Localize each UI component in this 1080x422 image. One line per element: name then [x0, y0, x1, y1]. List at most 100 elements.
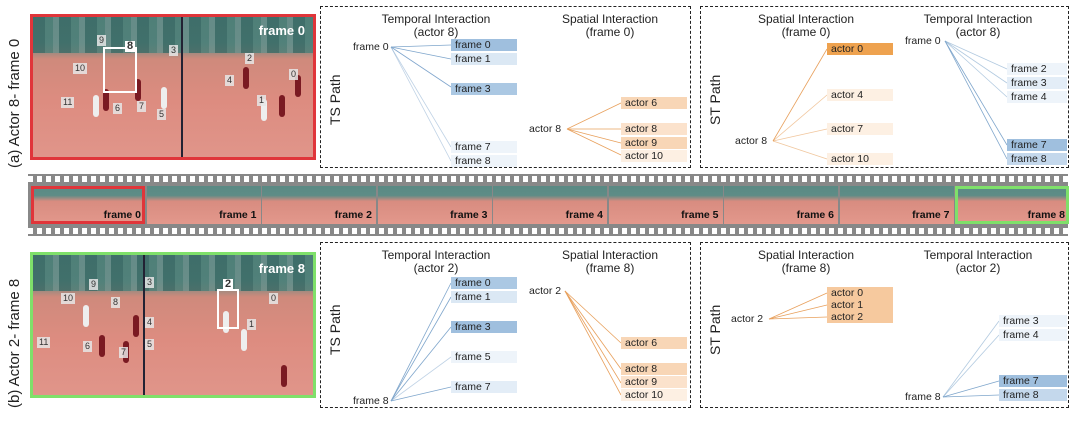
jersey-number: 5 [145, 339, 155, 350]
temporal-source: frame 8 [353, 395, 389, 407]
spatial-node: actor 4 [827, 89, 893, 101]
filmstrip-frame: frame 6 [724, 186, 838, 224]
spatial-node: actor 0 [827, 43, 893, 55]
jersey-number: 0 [269, 293, 279, 304]
temporal-node: frame 7 [451, 381, 517, 393]
filmstrip-frame-label: frame 1 [219, 209, 257, 221]
jersey-number: 10 [61, 293, 76, 304]
temporal-node: frame 3 [451, 83, 517, 95]
row-a-st-panel: ST Path Spatial Interaction (frame 0) Te… [700, 6, 1069, 168]
temporal-title: Temporal Interaction [923, 248, 1033, 262]
spatial-node: actor 9 [621, 137, 687, 149]
temporal-title: Temporal Interaction [923, 12, 1033, 26]
filmstrip-frame-label: frame 4 [565, 209, 603, 221]
spatial-title: Spatial Interaction [561, 12, 659, 26]
spatial-source: actor 2 [731, 313, 764, 325]
row-b-ts-panel: TS Path Temporal Interaction (actor 2) S… [320, 242, 691, 408]
temporal-node: frame 7 [999, 375, 1067, 387]
jersey-number: 8 [111, 297, 121, 308]
spatial-title: Spatial Interaction [757, 12, 855, 26]
temporal-node: frame 4 [999, 329, 1067, 341]
spatial-node: actor 6 [621, 97, 687, 109]
box-number: 8 [125, 40, 136, 52]
filmstrip-frame: frame 4 [493, 186, 607, 224]
row-a-ts-panel: TS Path Temporal Interaction (actor 8) S… [320, 6, 691, 168]
row-a-label: (a) Actor 8- frame 0 [6, 38, 23, 168]
temporal-node: frame 0 [451, 277, 517, 289]
spatial-node: actor 6 [621, 337, 687, 349]
filmstrip-frame: frame 5 [608, 186, 723, 224]
filmstrip-frame-label: frame 5 [681, 209, 719, 221]
box-number: 2 [223, 278, 234, 290]
temporal-node: frame 8 [1007, 153, 1067, 165]
jersey-number: 9 [89, 279, 99, 290]
photo-frame-label: frame 0 [258, 23, 305, 38]
spatial-node: actor 1 [827, 299, 893, 311]
jersey-number: 6 [83, 341, 93, 352]
jersey-number: 4 [145, 317, 155, 328]
filmstrip-frame-label: frame 2 [334, 209, 372, 221]
temporal-node: frame 2 [1007, 63, 1067, 75]
spatial-source: actor 8 [735, 135, 768, 147]
jersey-number: 4 [225, 75, 235, 86]
row-b-photo: 2 9 10 11 6 8 7 3 4 5 0 1 frame 8 [30, 252, 316, 398]
spatial-node: actor 0 [827, 287, 893, 299]
temporal-subtitle: (actor 8) [955, 25, 1001, 39]
jersey-number: 3 [169, 45, 179, 56]
spatial-title: Spatial Interaction [561, 248, 659, 262]
spatial-subtitle: (frame 0) [781, 25, 831, 39]
temporal-title: Temporal Interaction [381, 248, 491, 262]
temporal-node: frame 7 [451, 141, 517, 153]
spatial-node: actor 10 [621, 150, 687, 162]
filmstrip-frame: frame 8 [955, 186, 1069, 224]
jersey-number: 11 [37, 337, 51, 348]
temporal-node: frame 5 [451, 351, 517, 363]
actor-highlight-box [103, 47, 137, 93]
edges [390, 282, 622, 402]
filmstrip-frame: frame 0 [31, 186, 145, 224]
jersey-number: 10 [73, 63, 88, 74]
filmstrip-frame-label: frame 8 [1027, 209, 1065, 221]
temporal-node: frame 0 [451, 39, 517, 51]
spatial-subtitle: (frame 8) [585, 261, 635, 275]
spatial-node: actor 9 [621, 376, 687, 388]
jersey-number: 9 [97, 35, 107, 46]
row-b-label: (b) Actor 2- frame 8 [6, 278, 23, 408]
filmstrip-frame: frame 3 [377, 186, 492, 224]
spatial-node: actor 7 [827, 123, 893, 135]
spatial-source: actor 2 [529, 285, 562, 297]
spatial-title: Spatial Interaction [757, 248, 855, 262]
spatial-node: actor 8 [621, 363, 687, 375]
filmstrip-frame-label: frame 7 [912, 209, 950, 221]
jersey-number: 7 [119, 347, 129, 358]
temporal-node: frame 3 [451, 321, 517, 333]
filmstrip-frame-label: frame 6 [796, 209, 834, 221]
photo-frame-label: frame 8 [258, 261, 305, 276]
edges [772, 40, 1008, 160]
filmstrip-frame: frame 7 [839, 186, 954, 224]
temporal-title: Temporal Interaction [381, 12, 491, 26]
jersey-number: 3 [145, 277, 155, 288]
jersey-number: 0 [289, 69, 299, 80]
jersey-number: 1 [247, 319, 257, 330]
temporal-source: frame 0 [905, 35, 941, 47]
temporal-node: frame 1 [451, 291, 517, 303]
spatial-node: actor 10 [621, 389, 687, 401]
jersey-number: 5 [157, 109, 167, 120]
filmstrip-frame: frame 1 [146, 186, 261, 224]
spatial-subtitle: (frame 0) [585, 25, 635, 39]
filmstrip-frame-label: frame 0 [103, 209, 141, 221]
spatial-node: actor 8 [621, 123, 687, 135]
actor-highlight-box [217, 289, 239, 329]
jersey-number: 1 [257, 95, 267, 106]
jersey-number: 2 [245, 53, 255, 64]
temporal-node: frame 8 [451, 155, 517, 167]
temporal-node: frame 3 [1007, 77, 1067, 89]
edges [390, 44, 622, 162]
temporal-subtitle: (actor 2) [955, 261, 1001, 275]
row-b-st-panel: ST Path Spatial Interaction (frame 8) Te… [700, 242, 1069, 408]
temporal-node: frame 8 [999, 389, 1067, 401]
jersey-number: 7 [137, 101, 147, 112]
temporal-subtitle: (actor 8) [413, 25, 459, 39]
temporal-node: frame 4 [1007, 91, 1067, 103]
